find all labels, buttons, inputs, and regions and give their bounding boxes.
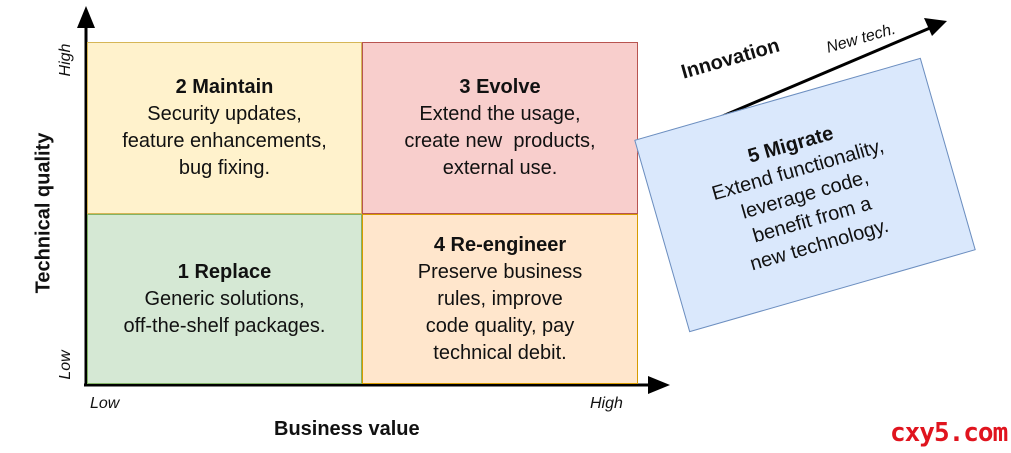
quadrant-evolve-title: 3 Evolve <box>459 76 541 98</box>
quadrant-reengineer-line: code quality, pay <box>425 314 575 337</box>
x-axis-arrowhead <box>648 376 670 394</box>
watermark: cxy5.com <box>890 418 1008 448</box>
x-axis-low-label: Low <box>90 395 120 412</box>
quadrant-evolve: 3 Evolve Extend the usage, create new pr… <box>362 42 638 214</box>
quadrant-reengineer-line: Preserve business <box>417 260 583 283</box>
quadrant-evolve-line: external use. <box>442 157 558 179</box>
y-axis-arrowhead <box>77 6 95 28</box>
quadrant-replace: 1 Replace Generic solutions, off-the-she… <box>87 214 362 384</box>
quadrant-maintain: 2 Maintain Security updates, feature enh… <box>87 42 362 214</box>
y-axis-title: Technical quality <box>32 132 55 294</box>
quadrant-evolve-line: create new products, <box>404 130 596 152</box>
x-axis-high-label: High <box>590 395 623 412</box>
y-axis-high-label: High <box>57 43 74 77</box>
quadrant-reengineer-title: 4 Re-engineer <box>433 233 567 256</box>
quadrant-maintain-title: 2 Maintain <box>175 76 274 98</box>
x-axis-title: Business value <box>274 418 420 440</box>
quadrant-reengineer-line: technical debit. <box>433 341 567 364</box>
innovation-arrowhead <box>924 18 947 36</box>
quadrant-maintain-line: bug fixing. <box>178 157 271 179</box>
quadrant-reengineer: 4 Re-engineer Preserve business rules, i… <box>362 214 638 384</box>
quadrant-replace-title: 1 Replace <box>177 260 272 283</box>
quadrant-maintain-line: feature enhancements, <box>122 130 327 152</box>
quadrant-reengineer-line: rules, improve <box>437 287 563 310</box>
quadrant-maintain-line: Security updates, <box>147 103 302 125</box>
quadrant-replace-line: off-the-shelf packages. <box>123 314 326 337</box>
quadrant-replace-line: Generic solutions, <box>144 287 305 310</box>
y-axis-low-label: Low <box>57 350 74 380</box>
quadrant-evolve-line: Extend the usage, <box>419 103 581 125</box>
